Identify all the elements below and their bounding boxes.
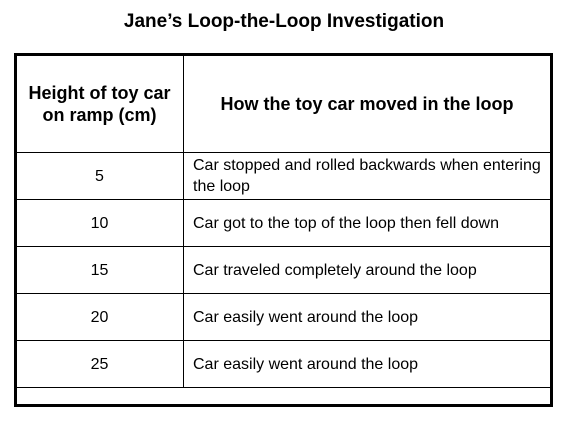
table-header-row: Height of toy car on ramp (cm) How the t… — [15, 54, 551, 153]
header-movement: How the toy car moved in the loop — [183, 54, 551, 153]
cell-movement: Car traveled completely around the loop — [183, 246, 551, 294]
cell-movement: Car easily went around the loop — [183, 293, 551, 341]
cell-height: 20 — [15, 293, 184, 341]
table-row: 20 Car easily went around the loop — [15, 293, 551, 341]
table-row: 15 Car traveled completely around the lo… — [15, 246, 551, 294]
cell-movement: Car got to the top of the loop then fell… — [183, 199, 551, 247]
table-row: 5 Car stopped and rolled backwards when … — [15, 152, 551, 200]
cell-height: 25 — [15, 340, 184, 388]
header-height: Height of toy car on ramp (cm) — [15, 54, 184, 153]
cell-height: 15 — [15, 246, 184, 294]
cell-movement: Car easily went around the loop — [183, 340, 551, 388]
cell-height: 10 — [15, 199, 184, 247]
cell-height: 5 — [15, 152, 184, 200]
table-row: 25 Car easily went around the loop — [15, 340, 551, 388]
table-row: 10 Car got to the top of the loop then f… — [15, 199, 551, 247]
cell-movement: Car stopped and rolled backwards when en… — [183, 152, 551, 200]
results-table: Height of toy car on ramp (cm) How the t… — [15, 54, 551, 388]
page-title: Jane’s Loop-the-Loop Investigation — [123, 11, 445, 32]
